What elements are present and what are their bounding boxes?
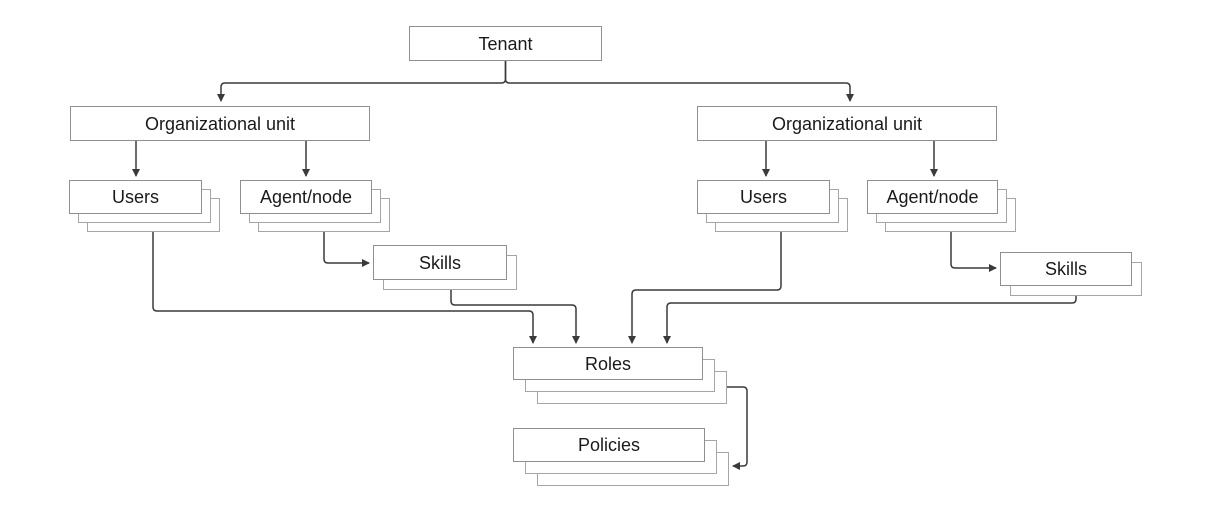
node-agent-left-label: Agent/node <box>259 187 353 207</box>
node-org-unit-left-label: Organizational unit <box>144 113 296 134</box>
node-users-left: Users <box>69 180 220 232</box>
node-agent-left: Agent/node <box>240 180 390 232</box>
node-agent-right: Agent/node <box>867 180 1016 232</box>
node-roles-label: Roles <box>584 353 632 374</box>
node-policies-label: Policies <box>577 435 641 455</box>
node-users-right: Users <box>697 180 848 232</box>
node-org-unit-left-box: Organizational unit <box>70 106 370 141</box>
edge-agent-right-to-skills-right <box>950 230 997 272</box>
node-agent-right-box: Agent/node <box>867 180 998 214</box>
node-org-unit-right: Organizational unit <box>697 106 997 141</box>
edge-tenant-to-org-left <box>217 61 507 102</box>
node-org-unit-right-label: Organizational unit <box>771 113 923 134</box>
edge-skills-left-to-roles <box>450 288 580 344</box>
node-users-right-box: Users <box>697 180 830 214</box>
node-skills-left: Skills <box>373 245 517 290</box>
node-skills-right-box: Skills <box>1000 252 1132 286</box>
node-roles: Roles <box>513 347 727 404</box>
node-tenant-box: Tenant <box>409 26 602 61</box>
node-skills-right-label: Skills <box>1044 259 1087 279</box>
node-agent-right-label: Agent/node <box>886 187 979 207</box>
edge-users-left-to-roles <box>152 228 537 344</box>
node-tenant-label: Tenant <box>478 33 533 54</box>
node-org-unit-right-box: Organizational unit <box>697 106 997 141</box>
edge-skills-right-to-roles <box>663 294 1077 344</box>
edge-users-right-to-roles <box>628 228 782 344</box>
node-skills-left-box: Skills <box>373 245 507 280</box>
node-policies: Policies <box>513 428 729 486</box>
node-users-left-box: Users <box>69 180 202 214</box>
node-users-right-label: Users <box>739 187 787 207</box>
node-skills-left-label: Skills <box>418 252 461 273</box>
node-policies-box: Policies <box>513 428 705 462</box>
edge-tenant-to-org-right <box>504 61 854 102</box>
edge-roles-to-policies <box>727 386 748 470</box>
node-tenant: Tenant <box>409 26 602 61</box>
node-roles-box: Roles <box>513 347 703 380</box>
node-org-unit-left: Organizational unit <box>70 106 370 141</box>
node-users-left-label: Users <box>111 187 159 207</box>
node-skills-right: Skills <box>1000 252 1142 296</box>
edge-agent-left-to-skills-left <box>323 230 370 267</box>
node-agent-left-box: Agent/node <box>240 180 372 214</box>
